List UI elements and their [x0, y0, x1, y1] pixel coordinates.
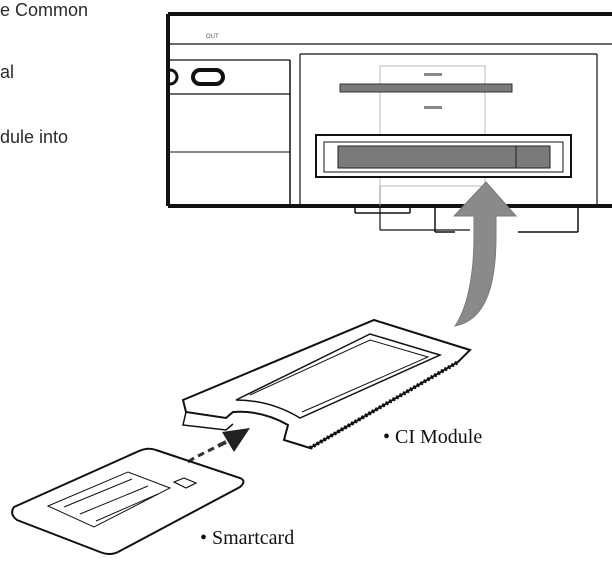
smartcard: [11, 447, 245, 555]
instruction-text-line-1: e Common: [0, 0, 89, 20]
ci-module-label: • CI Module: [383, 426, 483, 448]
insert-arrow-icon: [452, 181, 518, 327]
instruction-text-line-3: dule into: [0, 127, 69, 147]
smartcard-label: • Smartcard: [200, 527, 295, 549]
push-arrow-icon: [187, 428, 250, 464]
ci-card-slot: [315, 65, 572, 187]
out-port-icon: [169, 68, 225, 86]
port-label: OUT: [206, 34, 219, 40]
tv-rear-panel: [166, 12, 612, 233]
instruction-text-line-2: al: [0, 62, 15, 82]
ci-module-card: [181, 318, 472, 450]
